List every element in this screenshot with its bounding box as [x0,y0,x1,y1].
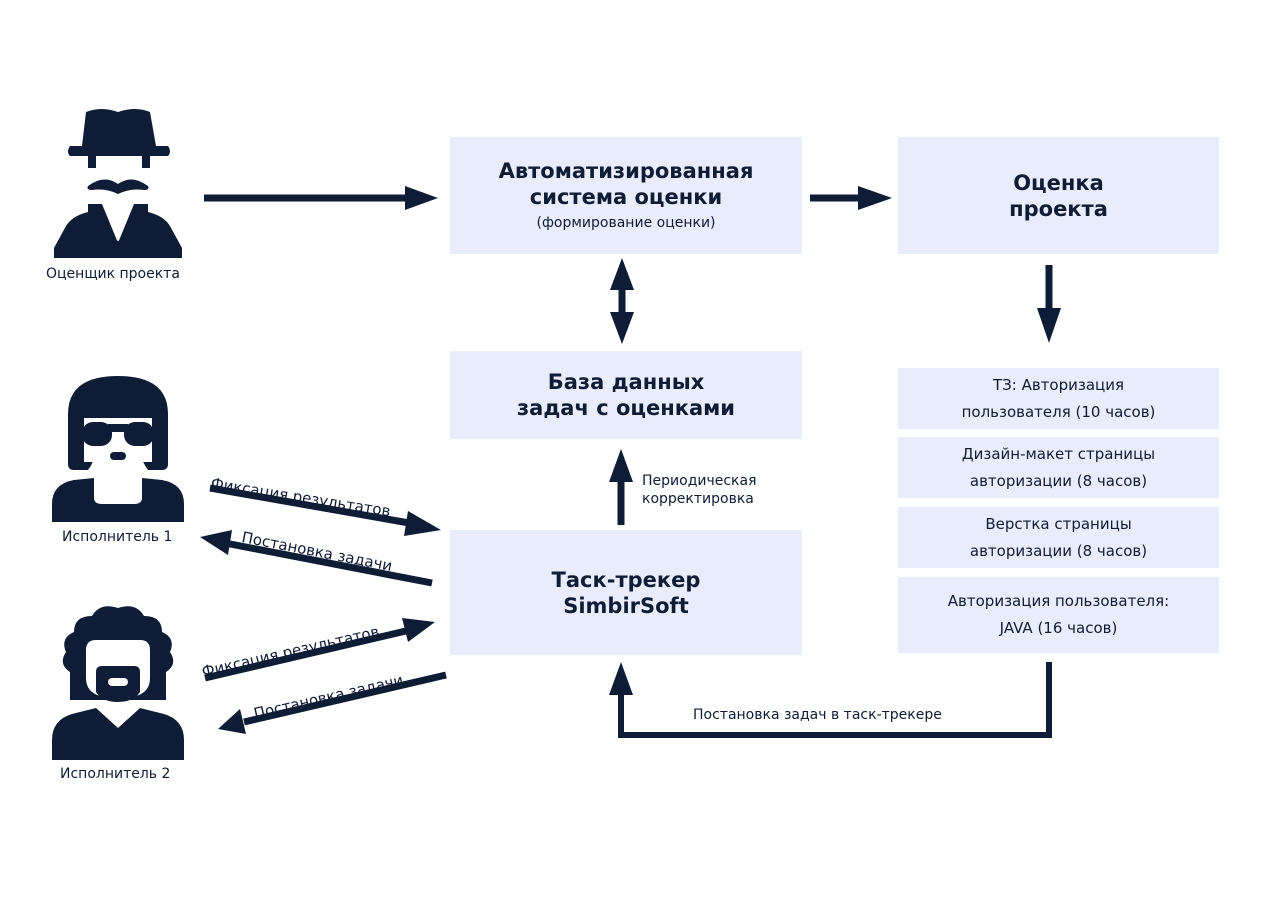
actor-label: Исполнитель 1 [62,529,173,545]
arrowhead [402,618,435,642]
actor-label: Оценщик проекта [46,266,180,282]
label-tracker-assignment: Постановка задач в таск-трекере [693,707,942,723]
box-project-estimate: Оценка проекта [898,137,1219,254]
actor-executor-2: Исполнитель 2 [52,600,192,790]
task-item: Дизайн-макет страницы авторизации (8 час… [898,437,1219,498]
arrowhead [405,186,438,210]
box-title: Оценка проекта [1009,170,1108,221]
arrowhead [200,530,232,555]
arrow-exec1-task [224,539,433,587]
box-title: База данных задач с оценками [516,370,736,420]
arrowhead [858,186,892,210]
box-task-database: База данных задач с оценками [450,351,802,439]
bearded-man-icon [52,606,184,760]
box-title: Таск-трекер SimbirSoft [551,567,701,618]
arrowhead [610,312,634,344]
detective-icon [54,109,182,260]
box-title: Автоматизированная система оценки [498,158,754,209]
arrowhead [218,709,246,734]
arrow-exec2-results [204,626,411,682]
arrowhead [609,449,633,482]
box-subtitle: (формирование оценки) [536,214,716,231]
actor-label: Исполнитель 2 [60,766,171,782]
arrowhead [1037,308,1061,343]
arrowhead [610,258,634,290]
woman-sunglasses-icon [52,376,184,522]
label-periodic-correction: Периодическая корректировка [642,473,757,507]
task-item: Авторизация пользователя: JAVA (16 часов… [898,577,1219,653]
actor-estimator: Оценщик проекта [46,108,192,288]
arrowhead [404,511,441,536]
actor-executor-1: Исполнитель 1 [52,372,192,552]
arrowhead [609,662,633,695]
box-task-tracker: Таск-трекер SimbirSoft [450,530,802,655]
arrow-exec1-results [209,484,416,528]
task-item: ТЗ: Авторизация пользователя (10 часов) [898,368,1219,429]
arrow-exec2-task [243,671,447,726]
task-item: Верстка страницы авторизации (8 часов) [898,507,1219,568]
box-automated-system: Автоматизированная система оценки (форми… [450,137,802,254]
arrow-tasks-to-tracker [618,662,1052,738]
